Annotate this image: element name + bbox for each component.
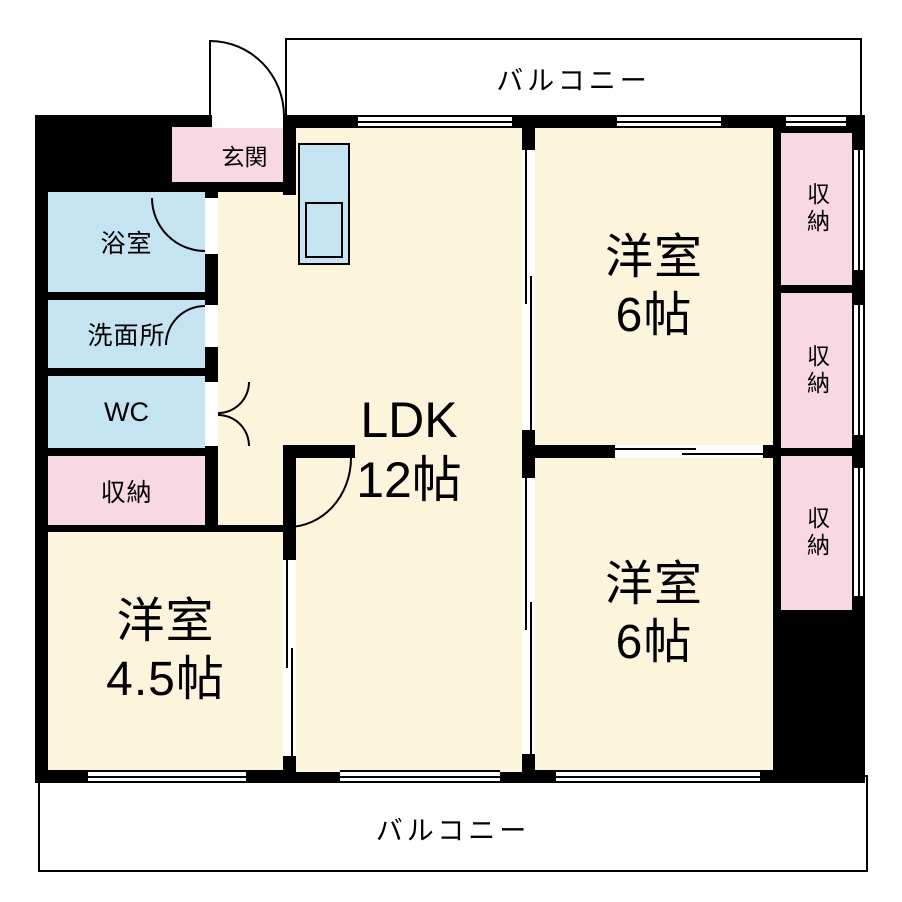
sliding-door-western-rooms [615,445,763,458]
room-toilet: WC [48,376,205,448]
entrance-door-leaf [209,40,211,118]
kitchen-unit [298,143,350,265]
hallway-opening [283,195,296,445]
room-entrance: 玄関 [172,127,283,182]
washroom-label: 洗面所 [87,322,166,350]
entrance-label: 玄関 [221,143,268,170]
room-western-6-bottom: 洋室 6帖 [535,458,773,770]
room-western-6-top: 洋室 6帖 [535,128,773,445]
western-6-top-name: 洋室 [604,230,703,284]
door-gap-entrance [212,115,283,128]
closet-right-3-label: 収納 [803,506,830,560]
room-western-4-5: 洋室 4.5帖 [48,532,283,770]
toilet-label: WC [104,396,149,427]
ldk-label-layer: LDK 12帖 [296,128,522,772]
western-6-top-size: 6帖 [615,288,693,342]
window-top-ldk [358,115,512,128]
window-bottom-ldk [340,770,500,783]
window-bottom-western-4-5 [88,770,246,783]
closet-left-label: 収納 [100,478,153,507]
room-closet-left: 収納 [48,456,205,525]
room-closet-right-1: 収納 [781,133,852,285]
window-bottom-western-6 [556,770,760,783]
sliding-door-ldk-western-4-5 [283,560,296,757]
wall-stub-ldk [283,445,355,458]
window-right-1 [852,150,865,270]
door-gap-washroom [205,305,218,347]
western-4-5-size: 4.5帖 [106,653,225,706]
western-6-top-label: 洋室 6帖 [605,229,703,344]
western-4-5-name: 洋室 [116,595,215,649]
window-top-western-6 [617,115,721,128]
closet-right-1-label: 収納 [803,182,830,236]
western-6-bottom-name: 洋室 [604,558,703,612]
door-gap-toilet [205,382,218,446]
window-top-closet [786,115,846,128]
sliding-door-ldk-western-6-bottom [522,478,535,754]
sliding-door-ldk-western-6-top [522,150,535,430]
balcony-top-label: バルコニー [496,65,651,96]
balcony-top: バルコニー [285,38,862,118]
room-closet-right-2: 収納 [781,293,852,448]
balcony-bottom: バルコニー [38,775,868,872]
western-6-bottom-size: 6帖 [615,616,693,669]
room-closet-right-3: 収納 [781,456,852,610]
window-right-2 [852,305,865,435]
balcony-bottom-label: バルコニー [375,816,531,846]
entrance-door-arc [210,40,285,116]
window-right-3 [852,468,865,596]
hallway [218,192,283,525]
kitchen-sink [305,202,343,258]
ldk-label: LDK 12帖 [356,390,462,510]
door-gap-bath [205,198,218,254]
western-4-5-label: 洋室 4.5帖 [106,593,225,708]
ldk-name: LDK [360,392,458,448]
ldk-size: 12帖 [356,452,462,508]
bath-label: 浴室 [100,230,153,258]
closet-right-2-label: 収納 [803,343,830,398]
western-6-bottom-label: 洋室 6帖 [605,556,703,671]
